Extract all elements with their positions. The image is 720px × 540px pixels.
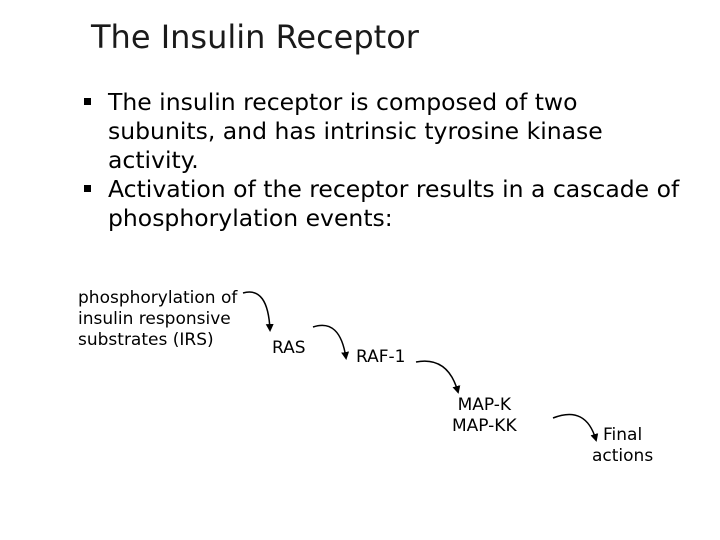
slide-title: The Insulin Receptor xyxy=(91,18,419,56)
mapk-line: MAP-K xyxy=(457,395,512,415)
irs-step: phosphorylation of insulin responsive su… xyxy=(78,288,237,351)
arrow-ras-raf xyxy=(312,324,350,360)
irs-line: substrates (IRS) xyxy=(78,330,214,350)
bullet-list: The insulin receptor is composed of two … xyxy=(84,88,684,233)
bullet-text: The insulin receptor is composed of two … xyxy=(108,88,603,174)
raf-step: RAF-1 xyxy=(356,347,406,367)
bullet-item: Activation of the receptor results in a … xyxy=(84,175,684,233)
arrow-raf-mapk xyxy=(415,360,461,394)
mapk-line: MAP-KK xyxy=(452,416,517,436)
irs-line: insulin responsive xyxy=(78,309,231,329)
irs-line: phosphorylation of xyxy=(78,288,238,308)
final-line: Final xyxy=(603,425,643,445)
arrow-mapk-final xyxy=(552,413,599,442)
bullet-item: The insulin receptor is composed of two … xyxy=(84,88,684,175)
bullet-text: Activation of the receptor results in a … xyxy=(108,175,680,232)
mapk-step: MAP-K MAP-KK xyxy=(452,395,517,437)
final-step: Final actions xyxy=(592,425,653,467)
square-bullet-icon xyxy=(84,185,91,192)
arrow-irs-ras xyxy=(242,291,274,332)
square-bullet-icon xyxy=(84,98,91,105)
ras-step: RAS xyxy=(272,338,306,358)
final-line: actions xyxy=(592,446,654,466)
